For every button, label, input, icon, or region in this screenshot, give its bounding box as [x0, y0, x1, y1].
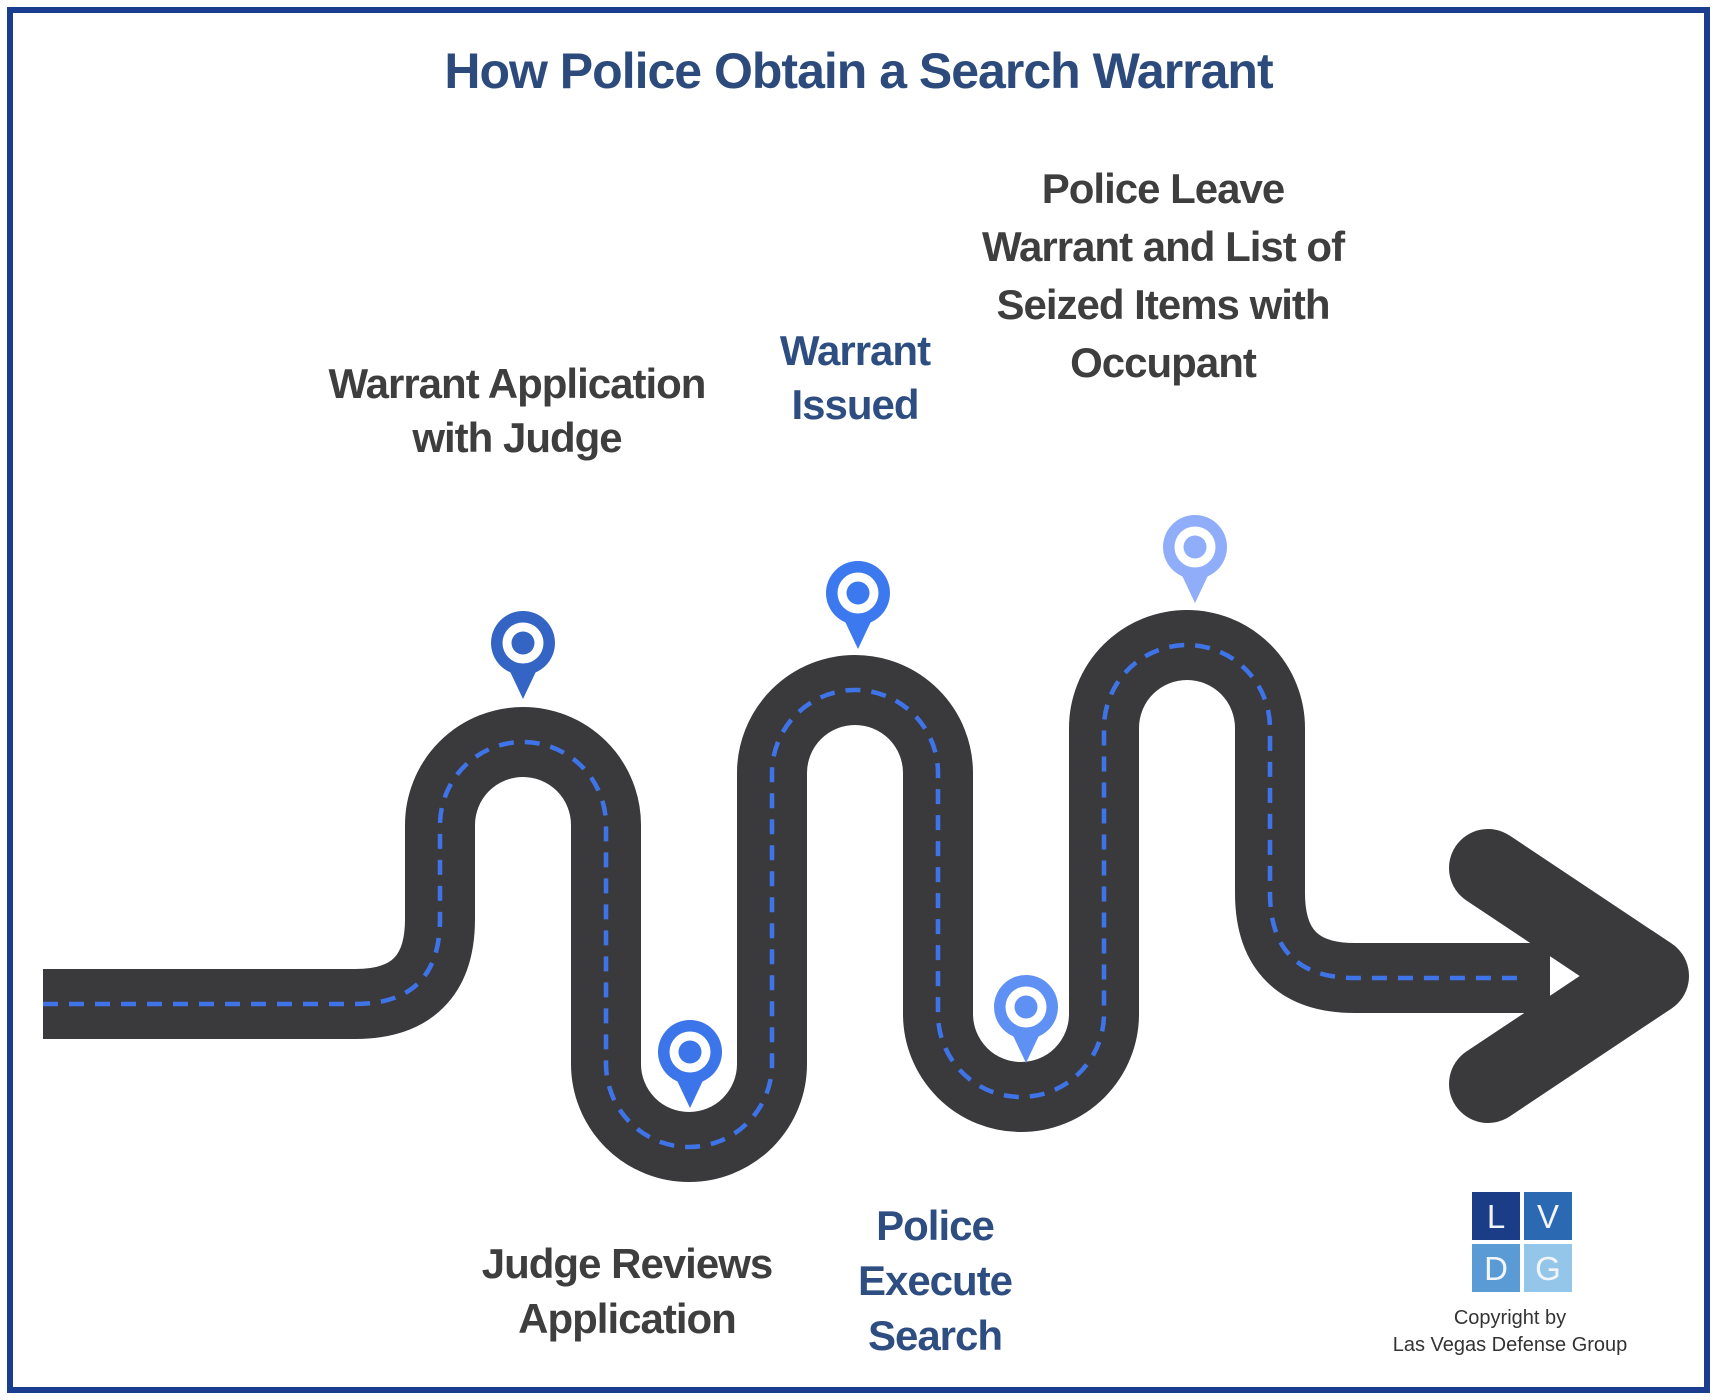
step-label-line: Application	[518, 1295, 737, 1342]
step-label-line: Execute	[857, 1257, 1013, 1304]
step-label-line: Issued	[791, 381, 919, 428]
map-pin-step2-icon	[658, 1020, 722, 1108]
step-label-line: with Judge	[412, 414, 622, 461]
page-title: How Police Obtain a Search Warrant	[444, 43, 1273, 99]
map-pin-step5-icon	[1163, 515, 1227, 603]
step-label-line: Warrant	[779, 327, 931, 374]
step-label-line: Police Leave	[1041, 165, 1285, 212]
logo-square-g: G	[1524, 1244, 1572, 1292]
map-pin-step1-icon	[491, 611, 555, 699]
lvdg-logo: L V D G	[1472, 1192, 1572, 1292]
step-label-warrant-issued: Warrant Issued	[779, 324, 931, 432]
road-center-dashes	[43, 642, 1527, 1150]
road-path	[43, 610, 1550, 1182]
step-label-line: Judge Reviews	[481, 1240, 773, 1287]
step-label-warrant-application: Warrant Application with Judge	[328, 357, 707, 465]
arrowhead-chevron-icon	[1449, 829, 1689, 1123]
logo-square-l: L	[1472, 1192, 1520, 1240]
copyright-text: Copyright by Las Vegas Defense Group	[1393, 1305, 1628, 1359]
logo-square-d: D	[1472, 1244, 1520, 1292]
step-label-line: Seized Items with	[996, 281, 1330, 328]
copyright-line1: Copyright by	[1453, 1307, 1567, 1329]
step-label-line: Warrant and List of	[981, 223, 1345, 270]
step-label-line: Occupant	[1070, 339, 1257, 386]
logo-square-v: V	[1524, 1192, 1572, 1240]
step-label-line: Warrant Application	[328, 360, 707, 407]
step-label-line: Search	[867, 1312, 1003, 1359]
copyright-line2: Las Vegas Defense Group	[1392, 1334, 1628, 1356]
map-pin-step3-icon	[826, 561, 890, 649]
map-pin-step4-icon	[994, 975, 1058, 1063]
step-label-police-execute-search: Police Execute Search	[857, 1198, 1013, 1363]
step-label-police-leave-warrant: Police Leave Warrant and List of Seized …	[981, 160, 1345, 392]
step-label-line: Police	[876, 1202, 995, 1249]
step-label-judge-reviews: Judge Reviews Application	[481, 1236, 773, 1346]
